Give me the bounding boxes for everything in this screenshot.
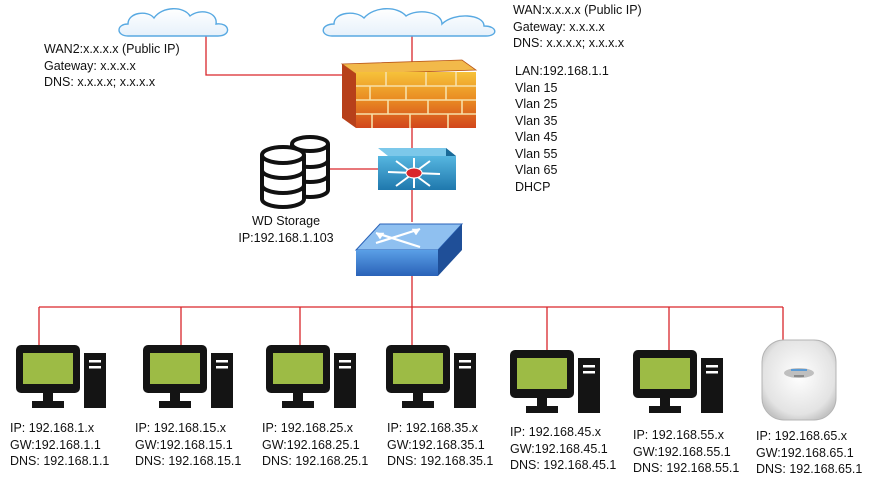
computer-icon (633, 350, 723, 413)
client-gateway: GW:192.168.35.1 (387, 437, 485, 452)
client-ip: IP: 192.168.65.x (756, 429, 848, 443)
wan1-dns: DNS: x.x.x.x; x.x.x.x (513, 36, 625, 50)
cloud-icon (118, 8, 229, 37)
vlan-item: Vlan 65 (515, 163, 558, 177)
wan2-dns: DNS: x.x.x.x; x.x.x.x (44, 75, 156, 89)
client-gateway: GW:192.168.15.1 (135, 437, 233, 452)
storage-icon (260, 135, 330, 209)
wan2-label: WAN2:x.x.x.x (Public IP) Gateway: x.x.x.… (44, 41, 180, 91)
client-gateway: GW:192.168.65.1 (756, 445, 854, 460)
client-ip: IP: 192.168.25.x (262, 421, 354, 435)
client-dns: DNS: 192.168.65.1 (756, 462, 863, 476)
client-label: IP: 192.168.1.x GW:192.168.1.1 DNS: 192.… (10, 420, 109, 470)
wan2-address: WAN2:x.x.x.x (Public IP) (44, 42, 180, 56)
wan2-gateway: Gateway: x.x.x.x (44, 58, 136, 73)
computer-icon (266, 345, 356, 408)
firewall-icon (340, 59, 478, 128)
dhcp-label: DHCP (515, 179, 551, 194)
vlan-item: Vlan 45 (515, 130, 558, 144)
storage-name: WD Storage (251, 214, 321, 228)
client-dns: DNS: 192.168.55.1 (633, 461, 740, 475)
vlan-item: Vlan 35 (515, 113, 558, 128)
cloud-icon (322, 8, 496, 37)
vlan-item: Vlan 55 (515, 146, 558, 161)
client-label: IP: 192.168.45.x GW:192.168.45.1 DNS: 19… (510, 424, 616, 474)
router-icon (378, 148, 456, 190)
wan1-address: WAN:x.x.x.x (Public IP) (513, 3, 642, 17)
client-ip: IP: 192.168.55.x (633, 428, 725, 442)
client-gateway: GW:192.168.45.1 (510, 441, 608, 456)
client-ip: IP: 192.168.15.x (135, 421, 227, 435)
client-ip: IP: 192.168.1.x (10, 421, 95, 435)
client-dns: DNS: 192.168.35.1 (387, 454, 494, 468)
wan2-link (205, 34, 342, 76)
client-label: IP: 192.168.35.x GW:192.168.35.1 DNS: 19… (387, 420, 493, 470)
connection-lines (38, 34, 784, 350)
client-dns: DNS: 192.168.15.1 (135, 454, 242, 468)
client-dns: DNS: 192.168.1.1 (10, 454, 110, 468)
client-gateway: GW:192.168.25.1 (262, 437, 360, 452)
client-ip: IP: 192.168.45.x (510, 425, 602, 439)
storage-ip: IP:192.168.1.103 (238, 230, 334, 245)
switch-icon (354, 223, 464, 276)
computer-icon (16, 345, 106, 408)
wan1-label: WAN:x.x.x.x (Public IP) Gateway: x.x.x.x… (513, 2, 642, 52)
client-label: IP: 192.168.25.x GW:192.168.25.1 DNS: 19… (262, 420, 368, 470)
computer-icon (510, 350, 600, 413)
client-label: IP: 192.168.55.x GW:192.168.55.1 DNS: 19… (633, 427, 739, 477)
client-gateway: GW:192.168.1.1 (10, 437, 101, 452)
storage-label: WD Storage IP:192.168.1.103 (226, 213, 346, 246)
client-gateway: GW:192.168.55.1 (633, 444, 731, 459)
client-label: IP: 192.168.15.x GW:192.168.15.1 DNS: 19… (135, 420, 241, 470)
client-dns: DNS: 192.168.45.1 (510, 458, 617, 472)
client-dns: DNS: 192.168.25.1 (262, 454, 369, 468)
vlan-item: Vlan 25 (515, 97, 558, 111)
vlan-item: Vlan 15 (515, 80, 558, 95)
firewall-config-label: LAN:192.168.1.1 Vlan 15 Vlan 25 Vlan 35 … (515, 63, 609, 195)
access-point-icon (761, 339, 837, 421)
lan-address: LAN:192.168.1.1 (515, 64, 609, 78)
wan1-gateway: Gateway: x.x.x.x (513, 19, 605, 34)
computer-icon (143, 345, 233, 408)
client-ip: IP: 192.168.35.x (387, 421, 479, 435)
computer-icon (386, 345, 476, 408)
client-label: IP: 192.168.65.x GW:192.168.65.1 DNS: 19… (756, 428, 862, 478)
